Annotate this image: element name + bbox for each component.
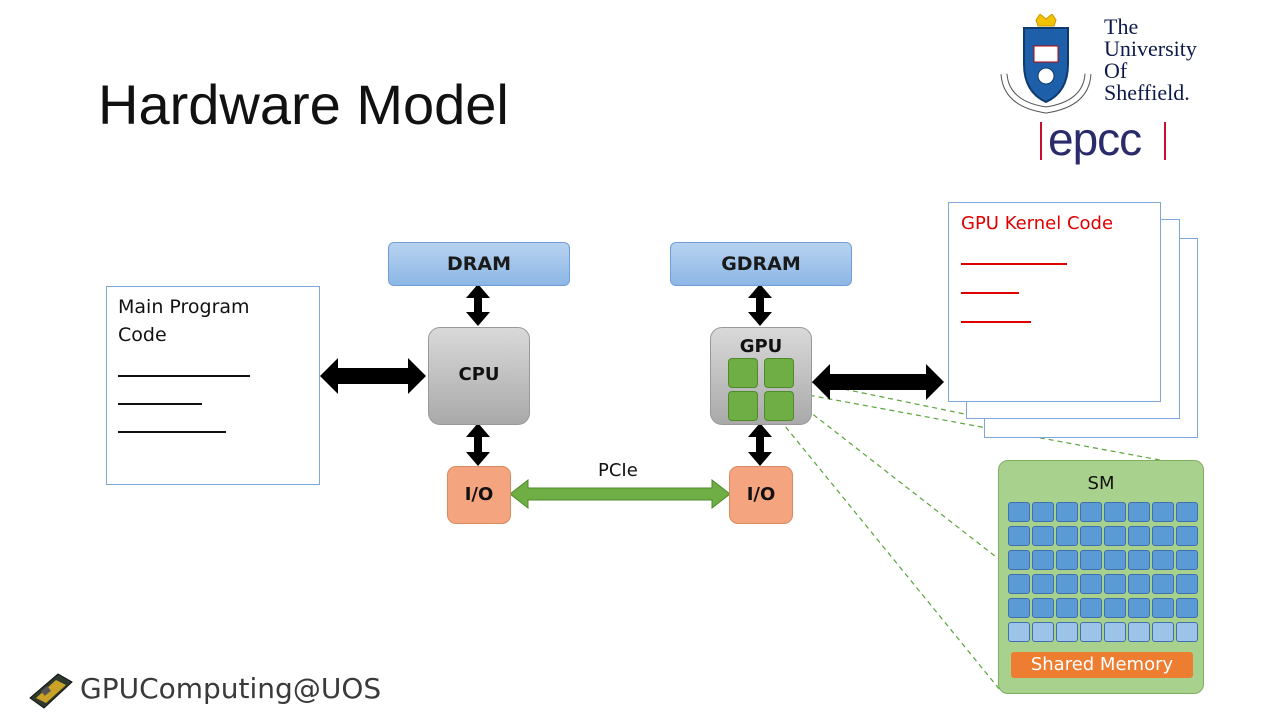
sm-core-cell	[1128, 502, 1150, 522]
sm-core-cell	[1128, 526, 1150, 546]
code-line	[118, 403, 202, 405]
kernel-code-box-front: GPU Kernel Code	[948, 202, 1161, 402]
sm-core-cell	[1176, 502, 1198, 522]
sm-core-cell	[1008, 502, 1030, 522]
university-name-line: The	[1104, 14, 1139, 39]
sm-core-cell	[1080, 550, 1102, 570]
sm-core-cell	[1032, 598, 1054, 618]
sm-register-cell	[1032, 622, 1054, 642]
pcie-arrow	[509, 478, 731, 510]
gpu-label: GPU	[739, 336, 783, 357]
kernel-code-line	[961, 321, 1031, 323]
sm-core-cell	[1008, 550, 1030, 570]
sm-core-cell	[1128, 574, 1150, 594]
main-code-label-line: Code	[118, 324, 167, 346]
io-right-block: I/O	[729, 466, 793, 524]
main-program-code-box: Main Program Code	[106, 286, 320, 485]
cpu-block: CPU	[428, 327, 530, 425]
sm-core-cell	[1128, 550, 1150, 570]
sm-core-cell	[1032, 502, 1054, 522]
sm-register-cell	[1080, 622, 1102, 642]
sm-register-cell	[1152, 622, 1174, 642]
double-arrow-dram-cpu	[466, 284, 490, 326]
sm-core-cell	[1056, 526, 1078, 546]
kernel-code-line	[961, 263, 1067, 265]
sm-core-cell	[1056, 574, 1078, 594]
university-name-line: Of	[1104, 58, 1128, 83]
double-arrow-gdram-gpu	[748, 284, 772, 326]
sm-core-cell	[1032, 550, 1054, 570]
gpu-core	[728, 358, 758, 388]
sm-register-cell	[1056, 622, 1078, 642]
sm-register-cell	[1008, 622, 1030, 642]
sm-core-cell	[1080, 502, 1102, 522]
epcc-wordmark: epcc	[1048, 113, 1142, 165]
epcc-logo: epcc	[1040, 113, 1170, 165]
sm-core-cell	[1104, 598, 1126, 618]
university-logo: The University Of Sheffield.	[996, 14, 1216, 114]
code-line	[118, 375, 250, 377]
double-arrow-gpu-kernel	[812, 364, 944, 400]
cpu-label: CPU	[458, 364, 500, 385]
sm-core-cell	[1032, 574, 1054, 594]
sm-core-cell	[1152, 502, 1174, 522]
sm-core-cell	[1176, 574, 1198, 594]
sm-core-cell	[1032, 526, 1054, 546]
sm-core-cell	[1104, 502, 1126, 522]
sm-label: SM	[1087, 473, 1115, 494]
sm-core-cell	[1152, 574, 1174, 594]
kernel-code-line	[961, 292, 1019, 294]
sm-core-cell	[1152, 550, 1174, 570]
sm-core-cell	[1104, 526, 1126, 546]
university-name-line: Sheffield.	[1104, 80, 1190, 105]
sm-core-cell	[1056, 598, 1078, 618]
footer-logo: GPUComputing@UOS	[28, 668, 408, 714]
sm-core-cell	[1056, 550, 1078, 570]
double-arrow-gpu-io	[748, 423, 772, 466]
sm-core-cell	[1152, 598, 1174, 618]
dram-block: DRAM	[388, 242, 570, 286]
sm-core-cell	[1008, 598, 1030, 618]
sm-block: SM Shared Memory	[998, 460, 1204, 694]
double-arrow-main-cpu	[320, 358, 426, 394]
gpu-core	[764, 358, 794, 388]
gpu-card-icon	[29, 673, 73, 709]
sm-register-cell	[1128, 622, 1150, 642]
university-name-line: University	[1104, 36, 1197, 61]
sm-core-cell	[1176, 598, 1198, 618]
sm-core-cell	[1176, 526, 1198, 546]
sm-register-cell	[1176, 622, 1198, 642]
sm-core-cell	[1008, 526, 1030, 546]
sm-register-cell	[1104, 622, 1126, 642]
sm-core-cell	[1056, 502, 1078, 522]
gpu-core	[764, 391, 794, 421]
sm-core-cell	[1104, 574, 1126, 594]
sm-core-cell	[1008, 574, 1030, 594]
university-crest-icon	[1000, 14, 1092, 114]
gpu-block: GPU	[710, 327, 812, 425]
gdram-block: GDRAM	[670, 242, 852, 286]
shared-memory-block: Shared Memory	[1011, 652, 1193, 678]
code-line	[118, 431, 226, 433]
slide-title: Hardware Model	[98, 73, 509, 136]
sm-core-cell	[1104, 550, 1126, 570]
main-code-label-line: Main Program	[118, 296, 250, 318]
pcie-label: PCIe	[598, 460, 638, 481]
footer-wordmark: GPUComputing@UOS	[80, 672, 382, 705]
kernel-code-title: GPU Kernel Code	[961, 213, 1114, 234]
sm-core-cell	[1152, 526, 1174, 546]
sm-core-cell	[1176, 550, 1198, 570]
sm-core-cell	[1080, 526, 1102, 546]
sm-core-cell	[1128, 598, 1150, 618]
double-arrow-cpu-io	[466, 423, 490, 466]
sm-core-grid	[1008, 502, 1198, 644]
sm-core-cell	[1080, 598, 1102, 618]
io-left-block: I/O	[447, 466, 511, 524]
gpu-core	[728, 391, 758, 421]
sm-core-cell	[1080, 574, 1102, 594]
